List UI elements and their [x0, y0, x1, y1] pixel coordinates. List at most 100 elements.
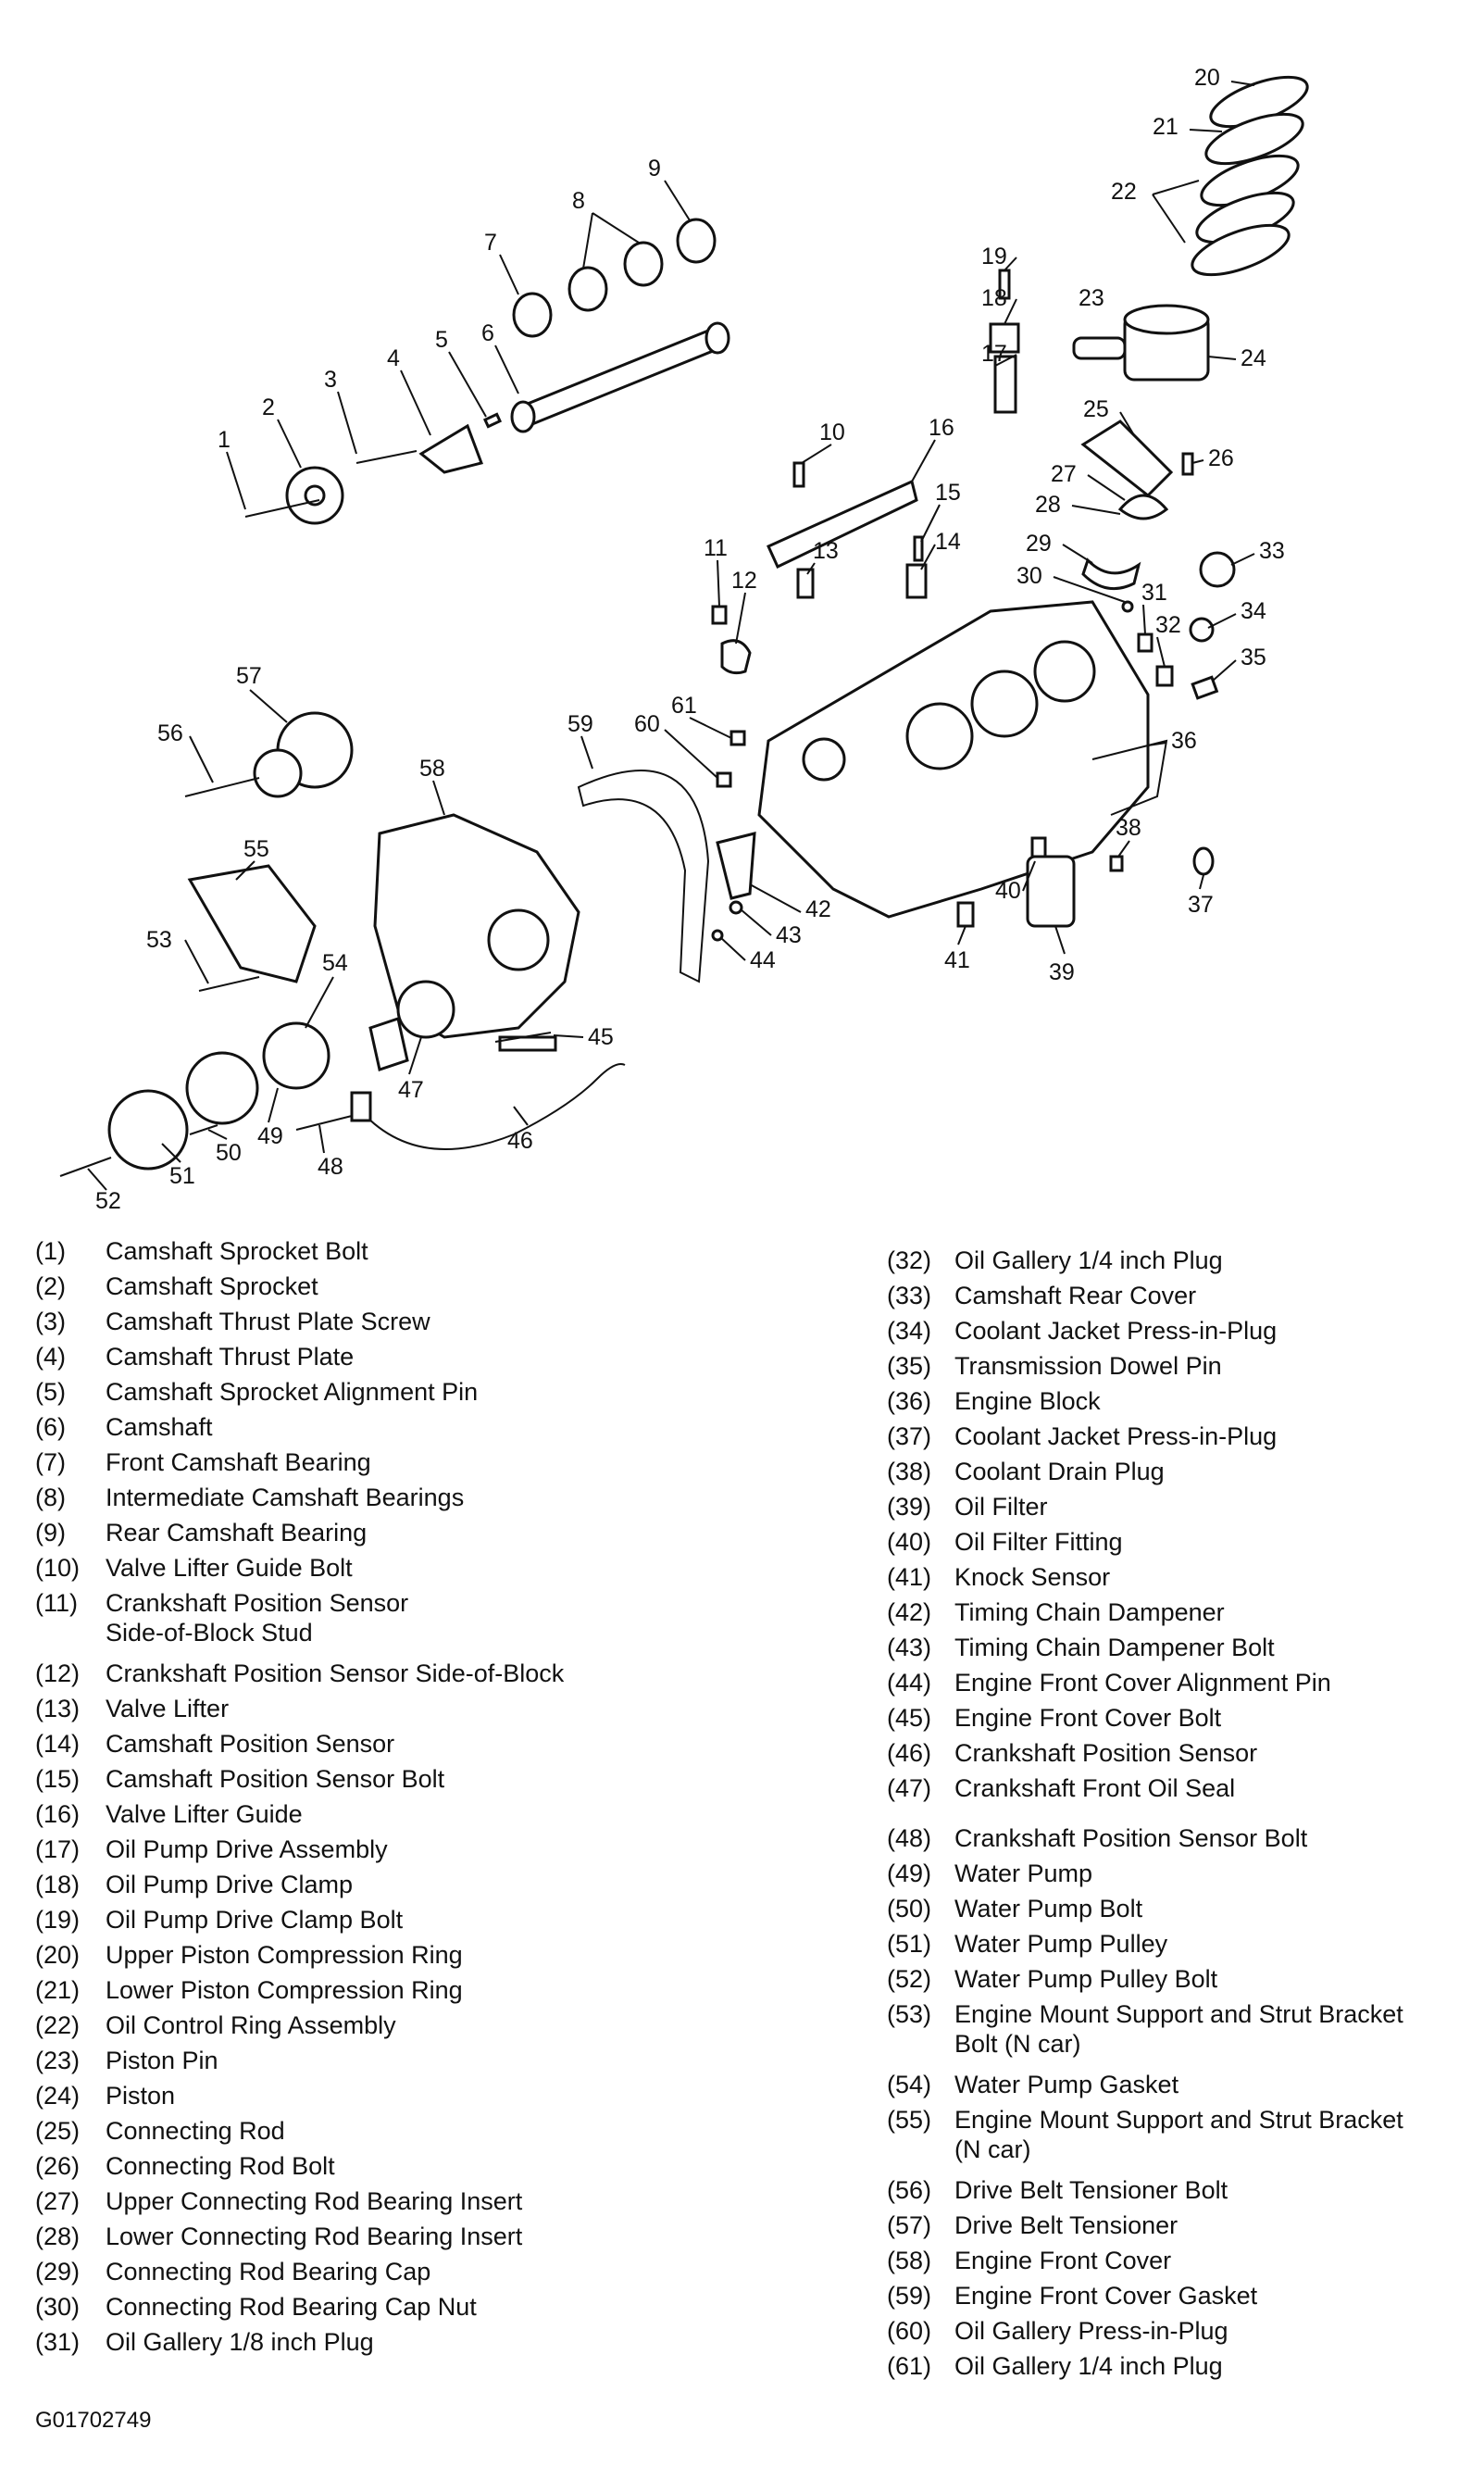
legend-item: (36)Engine Block	[887, 1386, 1101, 1416]
legend-item: (22)Oil Control Ring Assembly	[35, 2010, 396, 2040]
leader-lines	[87, 81, 1255, 1191]
callout-2: 2	[262, 394, 275, 420]
legend-item: (9) Rear Camshaft Bearing	[35, 1518, 367, 1547]
legend-number: (11)	[35, 1589, 79, 1617]
callout-34: 34	[1241, 598, 1266, 624]
legend-item: (10)Valve Lifter Guide Bolt	[35, 1553, 353, 1583]
legend-number: (41)	[887, 1563, 932, 1591]
legend-label: Camshaft Position Sensor Bolt	[106, 1765, 445, 1793]
legend-label: Timing Chain Dampener Bolt	[954, 1634, 1275, 1661]
callout-17: 17	[981, 341, 1007, 367]
legend-number: (29)	[35, 2258, 81, 2285]
legend-number: (19)	[35, 1906, 81, 1934]
callout-55: 55	[243, 836, 269, 862]
legend-label: Engine Front Cover Alignment Pin	[954, 1669, 1331, 1697]
legend-item: (6)Camshaft	[35, 1412, 213, 1442]
legend-label: Engine Front Cover	[954, 2247, 1172, 2274]
callout-51: 51	[169, 1163, 195, 1189]
legend-item: (57)Drive Belt Tensioner	[887, 2210, 1178, 2240]
legend-number: (8)	[35, 1484, 66, 1511]
figure-id: G01702749	[35, 2408, 152, 2433]
legend-number: (5)	[35, 1378, 66, 1406]
callout-37: 37	[1188, 892, 1214, 918]
legend-number: (44)	[887, 1669, 932, 1697]
legend-item: (18)Oil Pump Drive Clamp	[35, 1870, 353, 1899]
legend-number: (55)	[887, 2106, 932, 2134]
legend-label: Engine Mount Support and Strut Bracket B…	[954, 2000, 1403, 2058]
legend-item: (39)Oil Filter	[887, 1492, 1048, 1521]
legend-number: (1)	[35, 1237, 66, 1265]
legend-label: Front Camshaft Bearing	[106, 1448, 371, 1476]
legend-number: (39)	[887, 1493, 932, 1521]
callout-28: 28	[1035, 492, 1061, 518]
oil-pump-drive	[989, 269, 1020, 414]
legend-label: Valve Lifter Guide	[106, 1800, 303, 1828]
callout-36: 36	[1171, 728, 1197, 754]
legend-label: Camshaft Sprocket	[106, 1272, 318, 1300]
legend-item: (55)Engine Mount Support and Strut Brack…	[887, 2105, 1403, 2163]
legend-number: (46)	[887, 1739, 932, 1767]
legend-number: (22)	[35, 2011, 81, 2039]
legend-number: (50)	[887, 1895, 932, 1922]
callout-46: 46	[507, 1128, 533, 1154]
legend-item: (13)Valve Lifter	[35, 1694, 229, 1723]
legend-label: Crankshaft Position Sensor Bolt	[954, 1824, 1308, 1852]
legend-number: (57)	[887, 2211, 932, 2239]
legend-number: (7)	[35, 1448, 66, 1476]
legend-label: Connecting Rod	[106, 2117, 285, 2145]
legend-item: (40)Oil Filter Fitting	[887, 1527, 1123, 1557]
callout-39: 39	[1049, 959, 1075, 985]
legend-item: (42)Timing Chain Dampener	[887, 1597, 1225, 1627]
legend-number: (60)	[887, 2317, 932, 2345]
callout-45: 45	[588, 1024, 614, 1050]
legend-number: (20)	[35, 1941, 81, 1969]
legend-label: Upper Connecting Rod Bearing Insert	[106, 2187, 523, 2215]
legend-item: (46)Crankshaft Position Sensor	[887, 1738, 1257, 1768]
crankshaft-position-sensor	[295, 1063, 626, 1150]
legend-label: Engine Front Cover Gasket	[954, 2282, 1258, 2310]
legend-number: (26)	[35, 2152, 81, 2180]
legend-label: Rear Camshaft Bearing	[106, 1519, 368, 1547]
legend-number: (52)	[887, 1965, 932, 1993]
callout-23: 23	[1079, 285, 1104, 311]
callout-27: 27	[1051, 461, 1077, 487]
callout-48: 48	[318, 1154, 343, 1180]
legend-label: Water Pump Gasket	[954, 2071, 1179, 2098]
legend-item: (11) Crankshaft Position Sensor Side-of-B…	[35, 1588, 408, 1647]
legend-number: (31)	[35, 2328, 81, 2356]
legend-item: (23)Piston Pin	[35, 2046, 218, 2075]
legend-item: (20)Upper Piston Compression Ring	[35, 1940, 463, 1970]
legend-label: Knock Sensor	[954, 1563, 1111, 1591]
callout-32: 32	[1155, 612, 1181, 638]
callout-10: 10	[819, 420, 845, 445]
legend-label: Connecting Rod Bearing Cap	[106, 2258, 431, 2285]
legend-item: (56)Drive Belt Tensioner Bolt	[887, 2175, 1228, 2205]
legend-number: (36)	[887, 1387, 932, 1415]
callout-14: 14	[935, 529, 961, 555]
callout-16: 16	[929, 415, 954, 441]
legend-label: Coolant Jacket Press-in-Plug	[954, 1317, 1278, 1345]
legend-label: Timing Chain Dampener	[954, 1598, 1225, 1626]
legend-label: Lower Connecting Rod Bearing Insert	[106, 2223, 523, 2250]
legend-number: (9)	[35, 1519, 66, 1547]
legend-label: Engine Front Cover Bolt	[954, 1704, 1222, 1732]
callout-25: 25	[1083, 396, 1109, 422]
legend-number: (10)	[35, 1554, 81, 1582]
engine-front-cover-bolt	[494, 1032, 552, 1043]
legend-item: (60)Oil Gallery Press-in-Plug	[887, 2316, 1228, 2346]
legend-number: (12)	[35, 1659, 81, 1687]
callout-8: 8	[572, 188, 585, 214]
legend-number: (17)	[35, 1835, 81, 1863]
legend-number: (16)	[35, 1800, 81, 1828]
legend-label: Camshaft Sprocket Bolt	[106, 1237, 368, 1265]
legend-item: (32)Oil Gallery 1/4 inch Plug	[887, 1246, 1223, 1275]
callout-5: 5	[435, 327, 448, 353]
legend-label: Valve Lifter	[106, 1695, 230, 1722]
sensors	[711, 535, 928, 675]
callout-42: 42	[805, 896, 831, 922]
callout-7: 7	[484, 230, 497, 256]
legend-label: Camshaft	[106, 1413, 213, 1441]
legend-label: Crankshaft Position Sensor Side-of-Block…	[106, 1589, 409, 1647]
legend-item: (44) Engine Front Cover Alignment Pin	[887, 1668, 1331, 1697]
legend-number: (24)	[35, 2082, 81, 2110]
